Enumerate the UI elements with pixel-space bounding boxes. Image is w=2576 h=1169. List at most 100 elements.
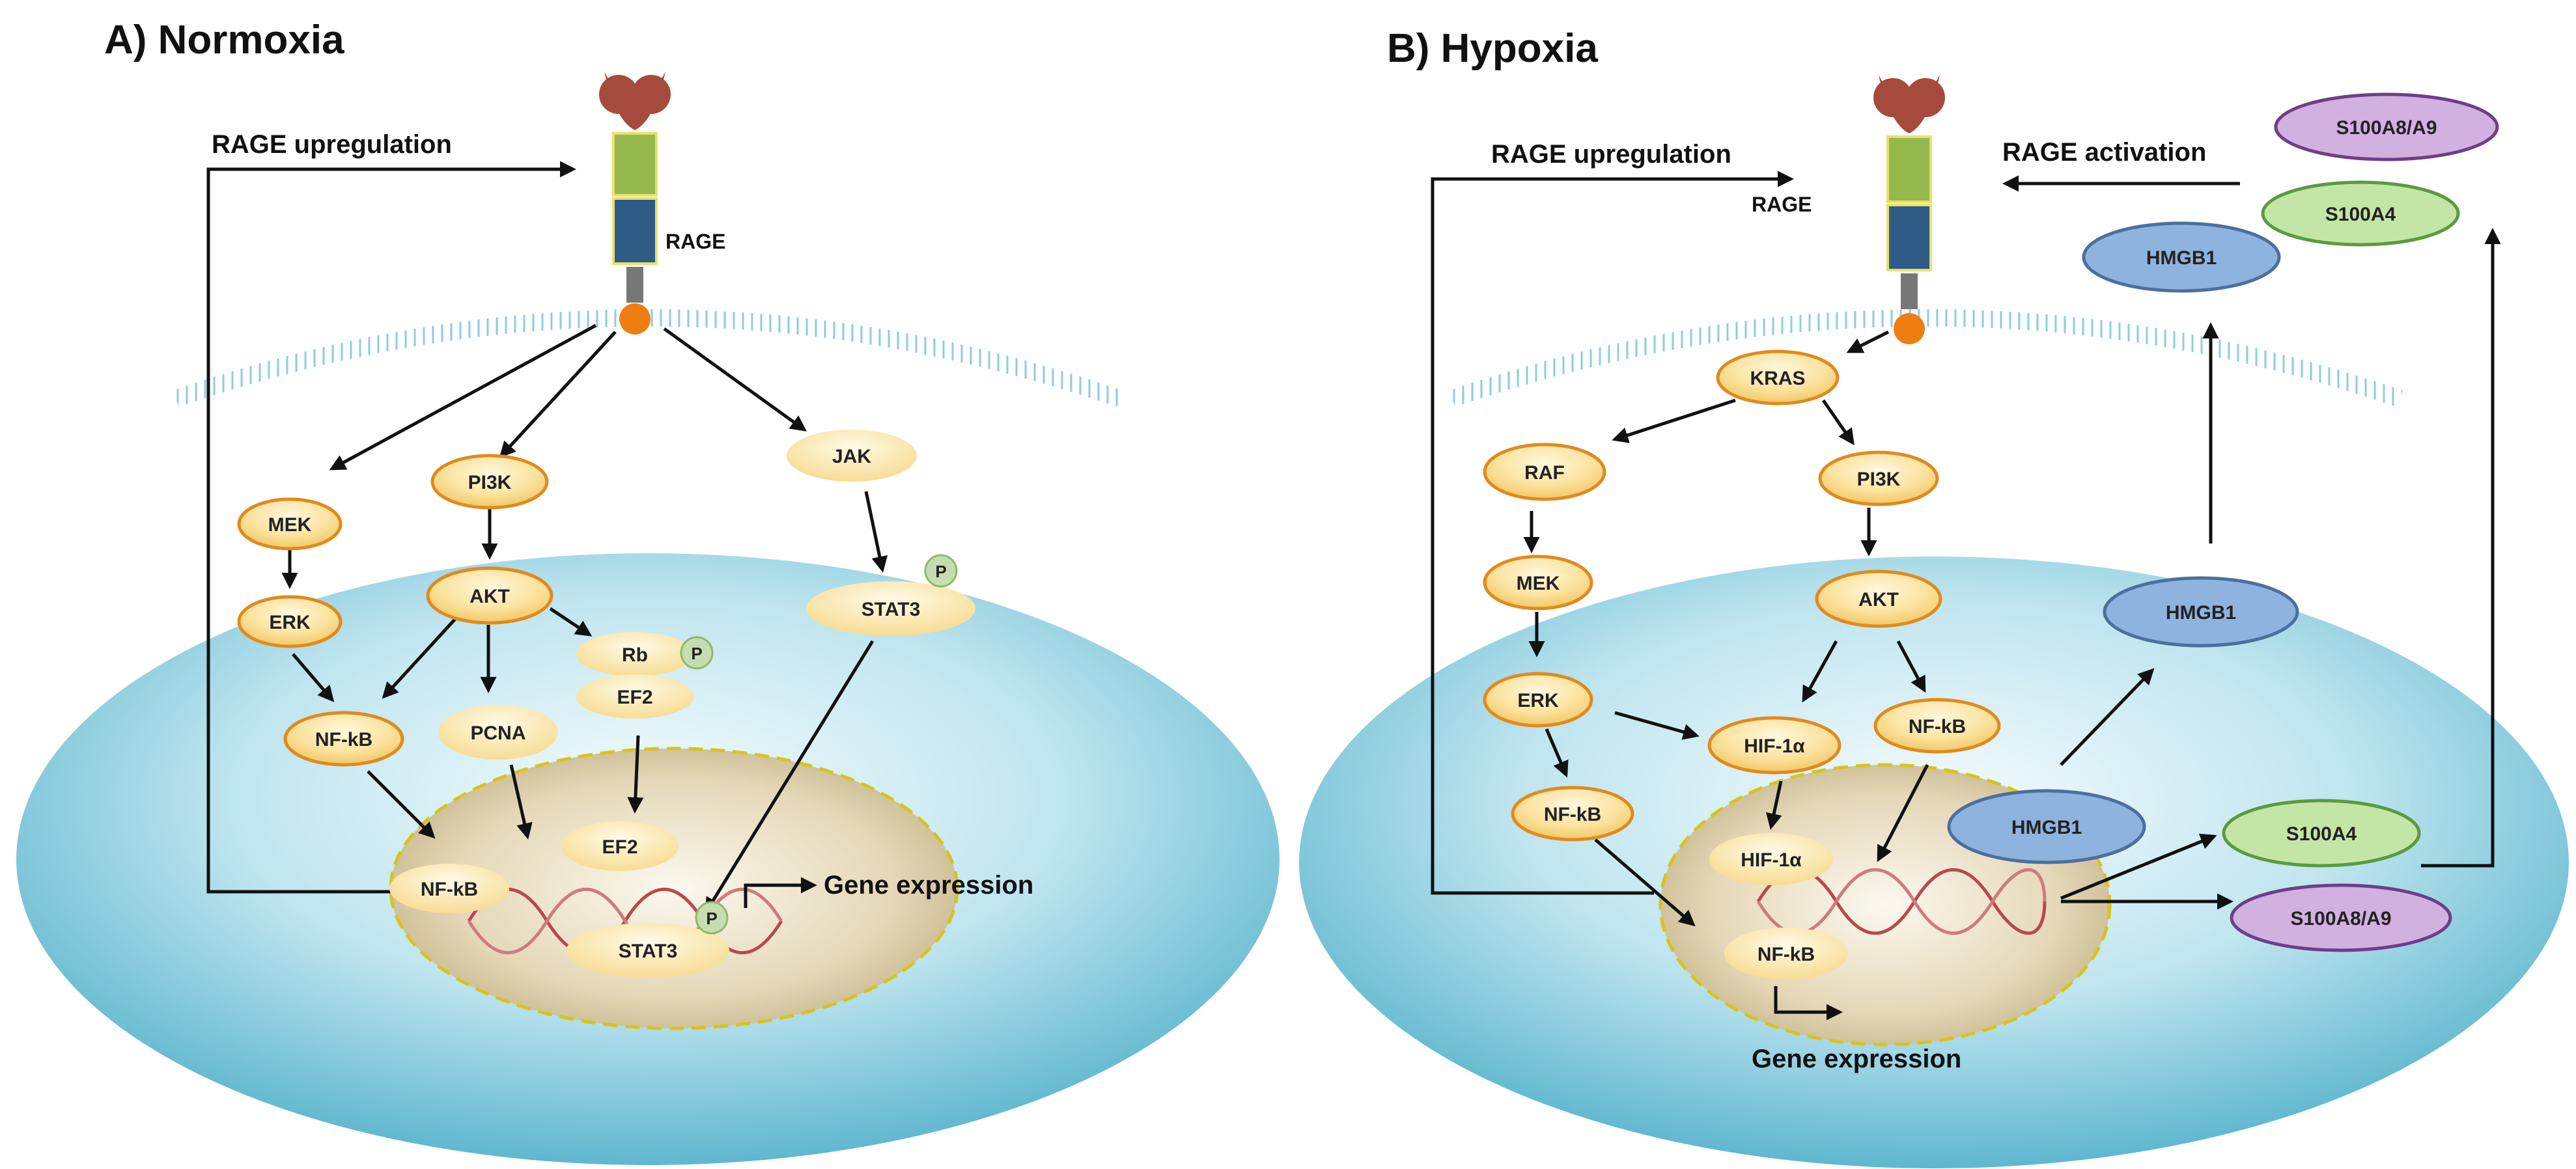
panel-a-gene-expression-arrow <box>744 877 817 908</box>
node-b-s100a4-top: S100A4 <box>2261 180 2460 247</box>
node-a-mek: MEK <box>237 497 343 551</box>
node-b-nuc-hif-label: HIF-1α <box>1741 849 1802 871</box>
arrow-nuc-hmgb1-mid <box>2060 668 2155 766</box>
panel-b-feedback-label: RAGE upregulation <box>1491 140 1731 169</box>
node-b-hmgb1-nuc: HMGB1 <box>1947 789 2146 864</box>
node-a-pcna: PCNA <box>438 705 558 760</box>
node-a-nfkb-label: NF-kB <box>315 729 372 750</box>
arrow-s100a4-up <box>2421 228 2501 868</box>
node-b-nuc-hif: HIF-1α <box>1709 833 1833 885</box>
node-b-s100a4-top-label: S100A4 <box>2325 204 2396 225</box>
node-a-nuc-stat3-label: STAT3 <box>619 941 678 962</box>
node-a-mek-label: MEK <box>268 514 312 536</box>
node-a-nfkb: NF-kB <box>283 711 404 767</box>
node-a-pi3k: PI3K <box>430 454 549 510</box>
node-a-stat3: STAT3 P <box>806 554 975 636</box>
node-b-nuc-nfkb: NF-kB <box>1724 928 1848 980</box>
panel-b-gene-expression-arrow <box>1774 986 1843 1021</box>
node-a-nuc-ef2: EF2 <box>561 821 679 871</box>
node-a-nuc-ef2-label: EF2 <box>602 836 637 858</box>
arrow-jak-stat3 <box>864 491 888 573</box>
node-a-stat3-label: STAT3 <box>861 599 921 620</box>
node-a-rb-label: Rb <box>622 644 648 666</box>
arrow-rage-kras <box>1846 330 1890 353</box>
node-b-akt: AKT <box>1815 570 1942 628</box>
arrow-rage-jak <box>663 327 807 432</box>
arrow-kras-pi3k <box>1821 399 1855 446</box>
node-a-rb: Rb P <box>576 632 714 676</box>
node-b-s100a4-out-label: S100A4 <box>2286 823 2357 845</box>
panel-a-feedback-arrow <box>206 161 576 894</box>
node-b-hmgb1-top-label: HMGB1 <box>2146 247 2217 269</box>
node-b-hmgb1-nuc-label: HMGB1 <box>2011 817 2082 838</box>
node-b-mek: MEK <box>1483 555 1593 611</box>
node-b-hmgb1-top: HMGB1 <box>2082 221 2281 293</box>
arrow-rage-mek <box>329 323 597 471</box>
node-b-nfkb2: NF-kB <box>1873 698 2001 754</box>
panel-a-gene-expression-label: Gene expression <box>824 871 1033 900</box>
node-b-pi3k: PI3K <box>1818 450 1939 506</box>
node-a-erk-label: ERK <box>269 612 311 633</box>
panel-b-title: B) Hypoxia <box>1387 26 1598 71</box>
arrow-nfkb-nucleus <box>367 770 436 839</box>
arrow-nfkb-nuc-b <box>1594 838 1696 927</box>
node-a-jak-label: JAK <box>832 446 871 467</box>
node-a-rb-phospho: P <box>691 644 702 663</box>
node-b-akt-label: AKT <box>1858 589 1899 611</box>
node-b-hif: HIF-1α <box>1707 716 1841 775</box>
arrow-kras-raf <box>1612 398 1736 443</box>
node-b-kras: KRAS <box>1716 350 1840 406</box>
arrow-stat3-nucleus <box>705 640 875 915</box>
node-b-erk-label: ERK <box>1517 690 1559 711</box>
node-a-pi3k-label: PI3K <box>468 472 512 493</box>
panel-b-rage-label: RAGE <box>1752 193 1812 216</box>
node-b-nuc-nfkb-label: NF-kB <box>1757 944 1815 965</box>
panel-b-gene-expression-label: Gene expression <box>1752 1045 1961 1073</box>
arrow-rage-pi3k <box>499 331 617 458</box>
arrow-erk-nfkb <box>292 653 335 702</box>
panel-b-activation-label: RAGE activation <box>2002 138 2206 167</box>
panel-a-rage-receptor <box>599 72 671 335</box>
panel-a-nucleus <box>389 747 959 1030</box>
panel-a: A) Normoxia RAGE RAGE upregulation <box>16 18 1280 1165</box>
panel-b: B) Hypoxia RAGE RAGE upregulation RAGE a… <box>1299 26 2569 1168</box>
node-a-akt-label: AKT <box>469 586 510 607</box>
node-b-raf-label: RAF <box>1524 462 1565 484</box>
panel-b-rage-receptor <box>1873 75 1945 344</box>
node-a-akt: AKT <box>426 566 553 625</box>
node-b-mek-label: MEK <box>1517 573 1560 594</box>
arrow-pcna-nucleus <box>509 764 533 840</box>
node-a-ef2-label: EF2 <box>617 687 652 708</box>
arrow-akt-hif <box>1802 640 1838 703</box>
node-b-s100a89-out: S100A8/A9 <box>2230 883 2452 952</box>
arrow-hif-nuc <box>1765 780 1783 830</box>
node-b-s100a4-out: S100A4 <box>2222 799 2421 868</box>
node-b-erk: ERK <box>1483 672 1593 728</box>
panel-a-membrane <box>173 309 1123 407</box>
node-b-hif-label: HIF-1α <box>1744 736 1805 757</box>
node-b-nfkb: NF-kB <box>1511 786 1634 842</box>
node-a-nuc-stat3-phospho: P <box>706 909 717 928</box>
arrow-ef2-nucleus <box>627 735 644 814</box>
node-a-nuc-stat3: STAT3 P <box>567 901 729 978</box>
node-b-nfkb2-label: NF-kB <box>1909 716 1966 737</box>
arrow-nfkb2-nuc <box>1877 763 1929 862</box>
node-b-kras-label: KRAS <box>1750 368 1805 389</box>
panel-b-membrane <box>1449 309 2403 407</box>
arrow-erk-nfkb-b <box>1545 728 1569 778</box>
arrow-erk-hif <box>1614 711 1700 740</box>
panel-a-feedback-label: RAGE upregulation <box>212 130 452 159</box>
node-b-s100a89-out-label: S100A8/A9 <box>2290 908 2391 929</box>
panel-b-feedback-arrow <box>1431 171 1794 895</box>
node-a-pcna-label: PCNA <box>470 722 525 744</box>
arrow-akt-rb <box>549 607 593 637</box>
arrow-akt-nfkb2 <box>1896 640 1926 693</box>
node-b-hmgb1-mid-label: HMGB1 <box>2166 602 2236 624</box>
panel-a-rage-label: RAGE <box>665 230 725 253</box>
node-b-s100a89-top: S100A8/A9 <box>2274 92 2499 161</box>
node-b-s100a89-top-label: S100A8/A9 <box>2336 117 2437 139</box>
node-a-nuc-nfkb: NF-kB <box>389 864 509 913</box>
node-b-nfkb-label: NF-kB <box>1544 804 1601 825</box>
node-b-hmgb1-mid: HMGB1 <box>2103 576 2299 648</box>
